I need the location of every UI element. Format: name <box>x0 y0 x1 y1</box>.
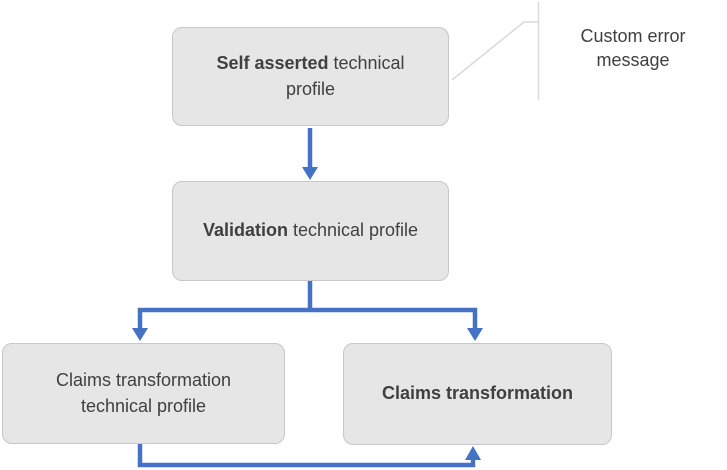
callout-leader <box>451 2 540 100</box>
arrow-claims-tp-to-claims-transformation <box>137 444 481 468</box>
callout-custom-error-message: Custom error message <box>580 26 686 71</box>
node-label: Claims transformation technical profile <box>33 368 254 418</box>
arrow-self-asserted-to-validation <box>302 128 318 180</box>
node-label: Validation technical profile <box>203 218 418 243</box>
node-self-asserted-technical-profile: Self asserted technical profile <box>172 27 449 126</box>
node-label-bold: Validation <box>202 220 288 241</box>
node-claims-transformation-technical-profile: Claims transformation technical profile <box>2 343 285 444</box>
callout-leader-line <box>451 21 538 81</box>
node-validation-technical-profile: Validation technical profile <box>172 181 449 281</box>
node-label: Claims transformation <box>382 381 573 406</box>
node-label-bold: Claims transformation <box>381 383 574 404</box>
node-label-rest: technical profile <box>287 220 419 241</box>
arrow-validation-to-branches <box>132 281 483 341</box>
node-label: Self asserted technical profile <box>197 51 424 101</box>
node-label-rest: technical profile <box>285 53 405 99</box>
node-label-bold: Self asserted <box>216 53 329 74</box>
node-claims-transformation: Claims transformation <box>343 343 612 445</box>
node-label-rest: Claims transformation technical profile <box>55 370 232 416</box>
